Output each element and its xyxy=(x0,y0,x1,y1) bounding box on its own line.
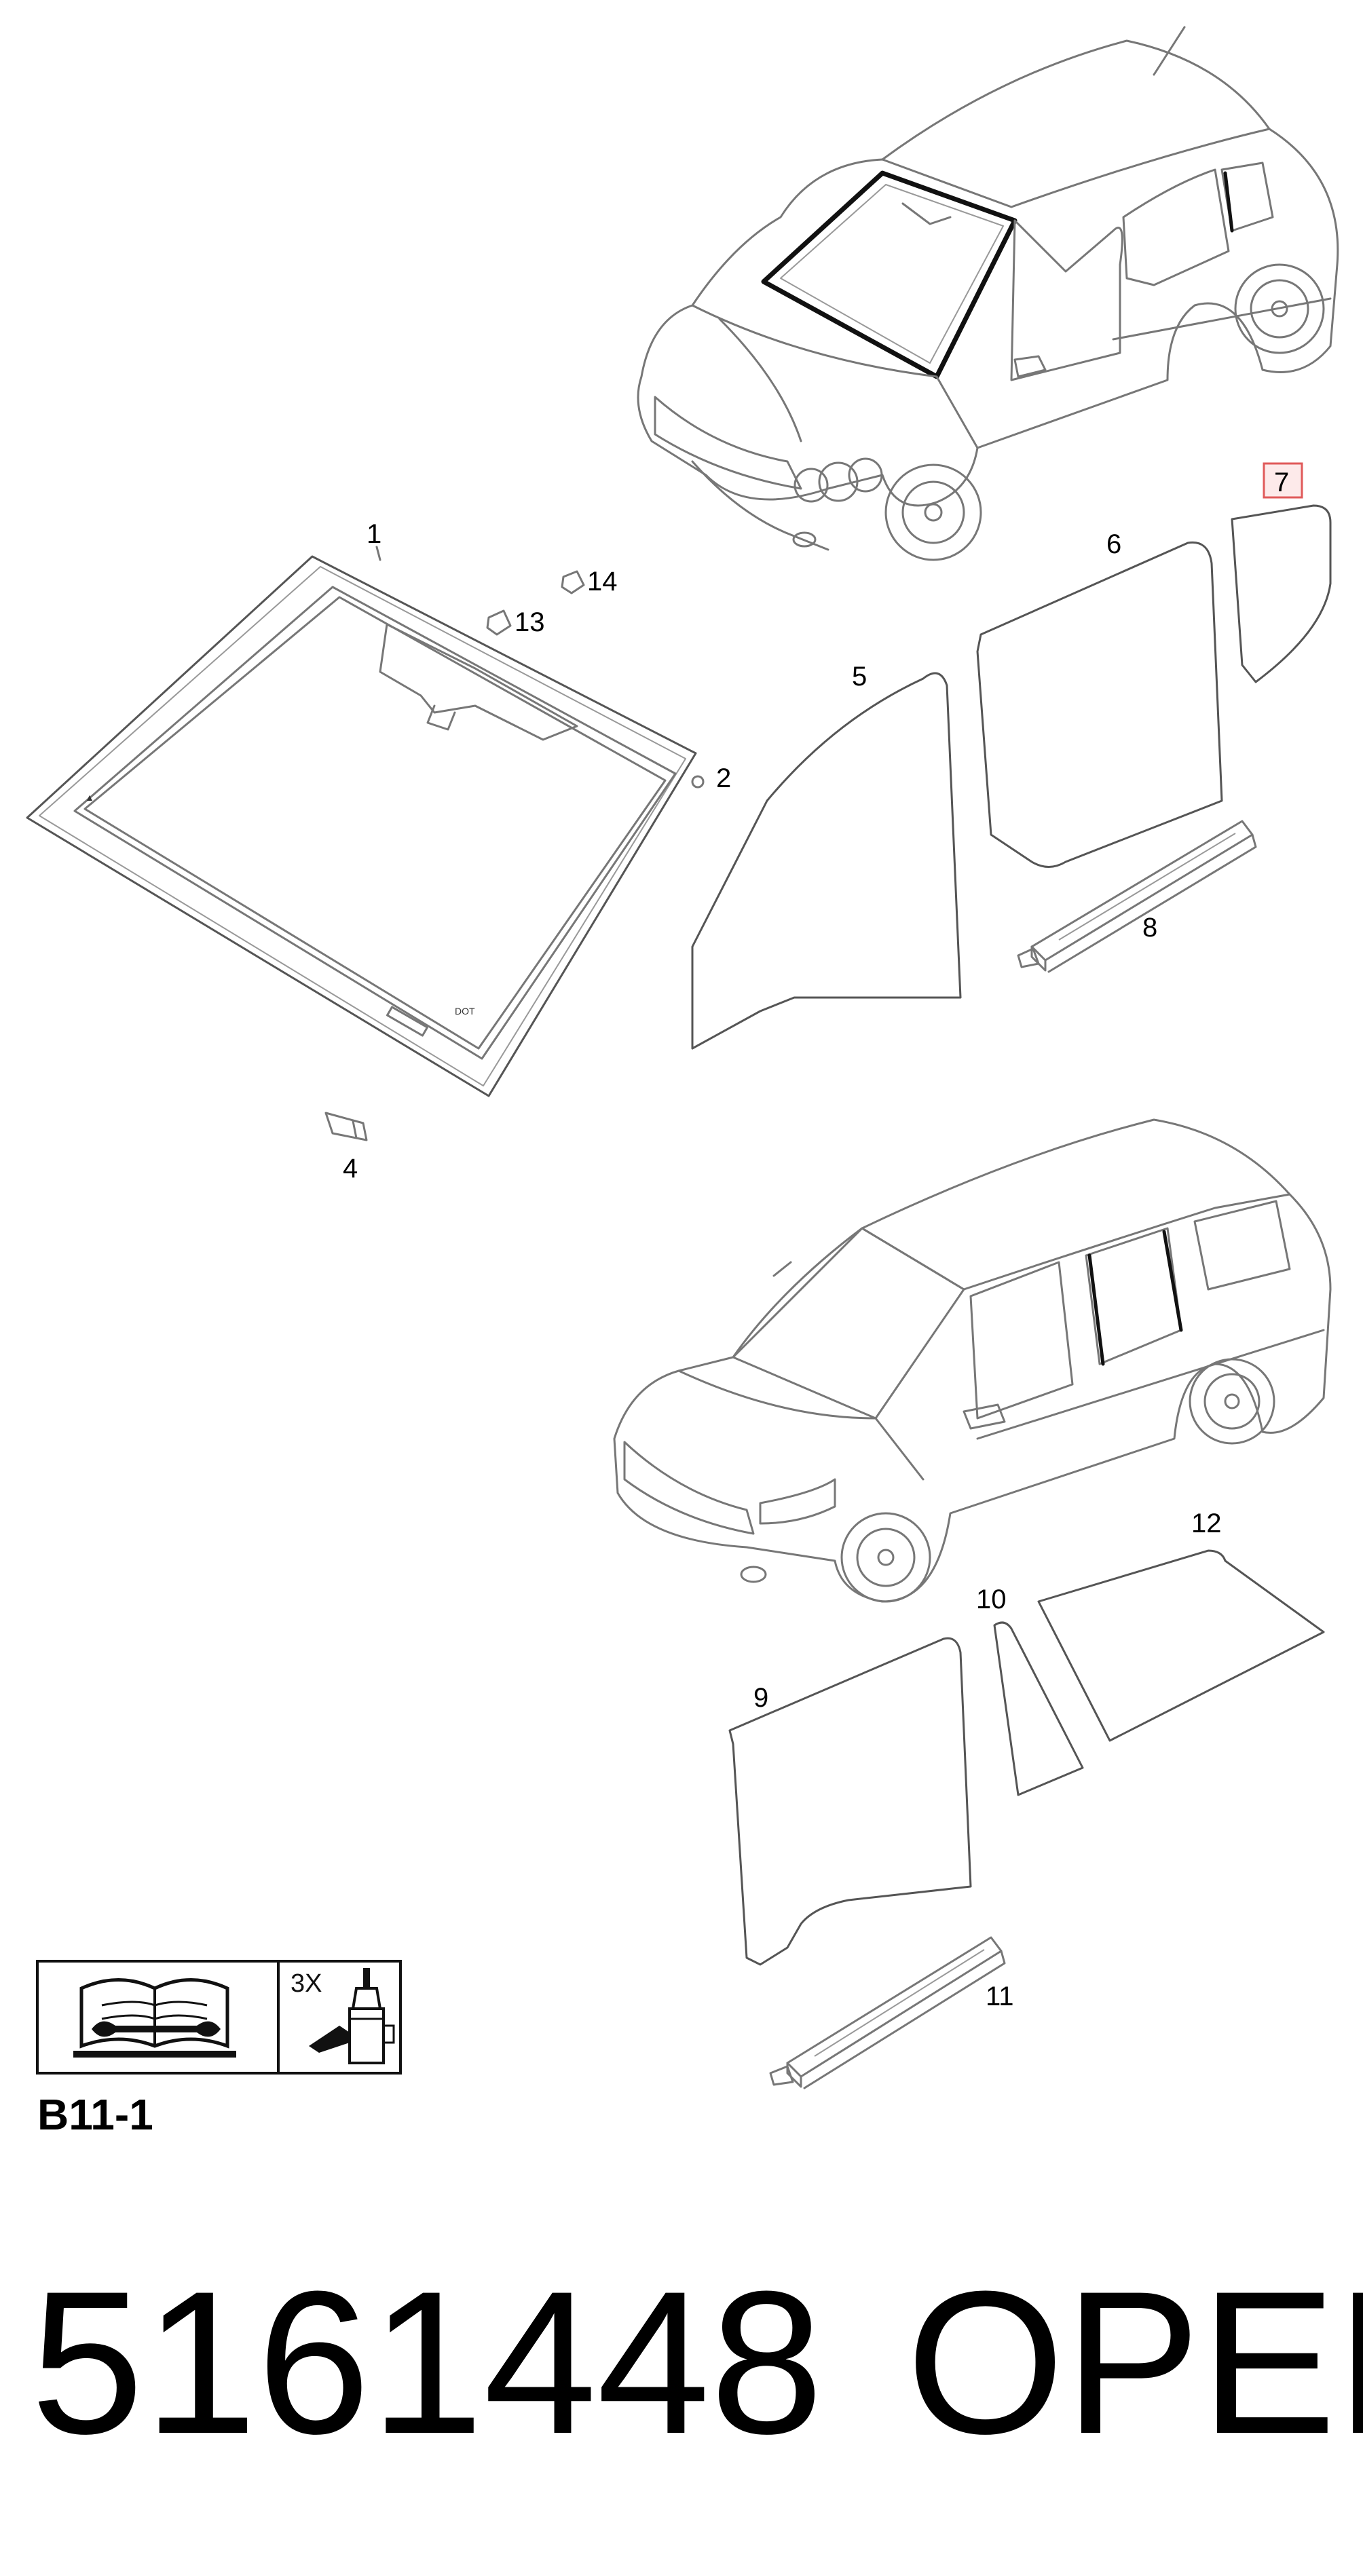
callout-6: 6 xyxy=(1106,529,1121,559)
fixed-glass-part-10 xyxy=(993,1621,1084,1796)
callout-7-highlight-box xyxy=(1263,462,1303,499)
callout-5: 5 xyxy=(852,662,867,692)
windshield-part-1: ▲ DOT xyxy=(26,546,697,1097)
callout-11: 11 xyxy=(986,1982,1014,2011)
clip-part-13 xyxy=(486,609,512,636)
window-seal-part-8 xyxy=(1017,820,1257,973)
clip-part-2 xyxy=(691,775,705,789)
callout-10: 10 xyxy=(976,1585,1007,1614)
callout-13: 13 xyxy=(515,607,545,637)
rear-door-glass-part-9 xyxy=(728,1637,972,1966)
callout-8: 8 xyxy=(1142,913,1157,943)
clip-part-14 xyxy=(561,570,585,594)
hatchback-car-illustration xyxy=(637,26,1339,561)
svg-text:DOT: DOT xyxy=(455,1006,475,1017)
callout-12: 12 xyxy=(1191,1509,1222,1538)
quarter-glass-part-12 xyxy=(1037,1549,1325,1742)
quarter-glass-part-7 xyxy=(1231,504,1332,683)
callout-4: 4 xyxy=(343,1154,358,1183)
front-door-glass-part-5 xyxy=(691,672,962,1050)
callout-9: 9 xyxy=(753,1683,768,1713)
callout-2: 2 xyxy=(716,763,731,793)
callout-1: 1 xyxy=(367,519,381,549)
estate-car-illustration xyxy=(613,1118,1332,1603)
tool-quantity: 3X xyxy=(291,1969,322,1998)
callout-7: 7 xyxy=(1274,468,1289,497)
wrench-icon xyxy=(92,2021,221,2037)
section-reference: B11-1 xyxy=(37,2090,153,2139)
brand-name: OPEL xyxy=(906,2248,1363,2476)
adhesive-bottle-icon xyxy=(309,1968,395,2064)
callout-14: 14 xyxy=(587,567,618,596)
bracket-part-4 xyxy=(324,1112,368,1141)
part-number: 5161448 xyxy=(31,2248,823,2476)
rear-door-glass-part-6 xyxy=(976,541,1223,868)
window-seal-part-11 xyxy=(769,1936,1006,2089)
svg-text:▲: ▲ xyxy=(85,792,94,803)
